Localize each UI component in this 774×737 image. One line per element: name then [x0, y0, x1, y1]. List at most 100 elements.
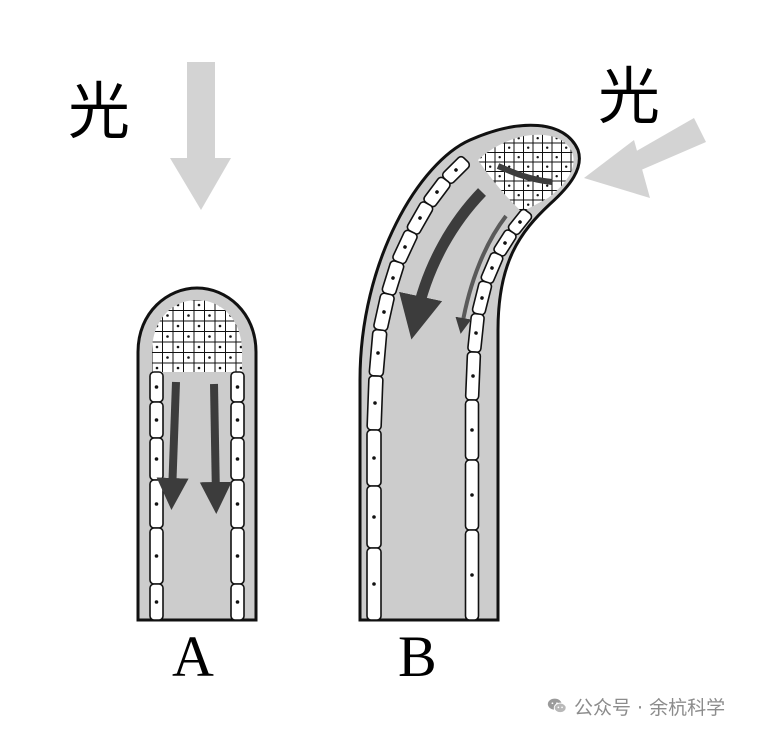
tip-cell [513, 142, 524, 153]
cell-nucleus [471, 374, 475, 378]
cell-nucleus [489, 165, 492, 168]
light-label-left: 光 [68, 75, 130, 148]
panel-label-a: A [172, 624, 214, 689]
tip-cell [570, 161, 574, 172]
cell-nucleus [391, 276, 395, 280]
cell-nucleus [187, 335, 190, 338]
cell-nucleus [239, 366, 242, 370]
cell-nucleus [536, 137, 539, 140]
cell-nucleus [154, 457, 159, 461]
cell-nucleus [527, 184, 530, 187]
cell-nucleus [517, 137, 520, 140]
tip-cell [532, 161, 543, 172]
tip-cell [542, 152, 553, 163]
tip-cell [172, 310, 184, 322]
cell-nucleus [518, 220, 522, 224]
tip-cell [225, 341, 237, 353]
tip-cell [570, 180, 574, 191]
cell-nucleus [546, 146, 549, 149]
cell-nucleus [508, 146, 511, 149]
tip-cell [183, 341, 195, 353]
tip-cells-a [152, 300, 242, 372]
cell-nucleus [435, 190, 439, 194]
cell-nucleus [208, 335, 211, 338]
tip-cell [183, 362, 195, 372]
cell-nucleus [565, 165, 568, 168]
tip-cell [204, 362, 216, 372]
tip-cell [504, 152, 515, 163]
cell-nucleus [229, 356, 232, 359]
side-cell-group [366, 375, 384, 431]
cell-nucleus [556, 213, 558, 215]
tip-cell [193, 331, 205, 343]
cell-nucleus [546, 184, 549, 187]
cell-nucleus [508, 184, 511, 187]
cell-nucleus [536, 194, 539, 197]
watermark: 公众号 · 余杭科学 [546, 692, 725, 720]
cell-nucleus [584, 204, 586, 206]
cell-nucleus [155, 345, 159, 349]
coleoptile-b [358, 123, 591, 622]
watermark-text: 公众号 · 余杭科学 [574, 696, 726, 719]
tip-cell [172, 352, 184, 364]
side-cells-b [366, 155, 533, 621]
cell-nucleus [197, 345, 201, 349]
side-cells-a [149, 371, 245, 621]
cell-nucleus [527, 165, 530, 168]
cell-nucleus [187, 356, 190, 359]
cell-nucleus [176, 366, 180, 370]
tip-cell [172, 331, 184, 343]
tip-cell [162, 362, 174, 372]
tip-cell [551, 209, 562, 212]
tip-cell [561, 152, 572, 163]
cell-nucleus [584, 128, 586, 130]
side-cell-group [368, 328, 388, 378]
tip-cell [581, 191, 591, 201]
tip-cell [581, 143, 591, 153]
cell-nucleus [470, 428, 474, 432]
tip-cell [561, 209, 572, 212]
tip-cell [581, 181, 591, 191]
cell-nucleus [489, 128, 491, 130]
tip-cell [193, 310, 205, 322]
side-cell-group [366, 485, 382, 549]
auxin-flow-arrows-b [399, 163, 553, 340]
cell-nucleus [555, 175, 558, 178]
cell-nucleus [208, 356, 211, 359]
coleoptile-a [136, 286, 258, 622]
tip-cell [485, 152, 496, 163]
cell-nucleus [373, 401, 377, 405]
cell-nucleus [166, 335, 169, 338]
tip-cell [561, 199, 572, 210]
panel-label-b: B [398, 624, 437, 689]
cell-nucleus [546, 165, 549, 168]
cell-nucleus [565, 203, 568, 206]
tip-cell [214, 352, 226, 364]
tip-cell [581, 134, 591, 144]
cell-nucleus [584, 185, 586, 187]
cell-nucleus [403, 245, 407, 249]
cell-nucleus [376, 351, 380, 355]
tip-cell [183, 320, 195, 332]
tip-cell [214, 310, 226, 322]
side-cell-group [373, 292, 395, 332]
cell-nucleus [154, 554, 159, 558]
cell-nucleus [197, 303, 201, 307]
cell-nucleus [470, 493, 474, 497]
cell-nucleus [382, 310, 386, 314]
tip-cell [570, 199, 574, 210]
tip-cell [532, 142, 543, 153]
cell-nucleus [154, 385, 159, 389]
cell-nucleus [527, 146, 530, 149]
cell-nucleus [565, 146, 568, 149]
tip-cell [204, 341, 216, 353]
cell-nucleus [372, 456, 376, 460]
cell-nucleus [197, 366, 201, 370]
tip-cell [581, 153, 591, 163]
cell-nucleus [208, 314, 211, 317]
side-cell-group [464, 351, 482, 401]
tip-cell [581, 200, 591, 210]
tip-cell [162, 320, 174, 332]
tip-cell [204, 320, 216, 332]
